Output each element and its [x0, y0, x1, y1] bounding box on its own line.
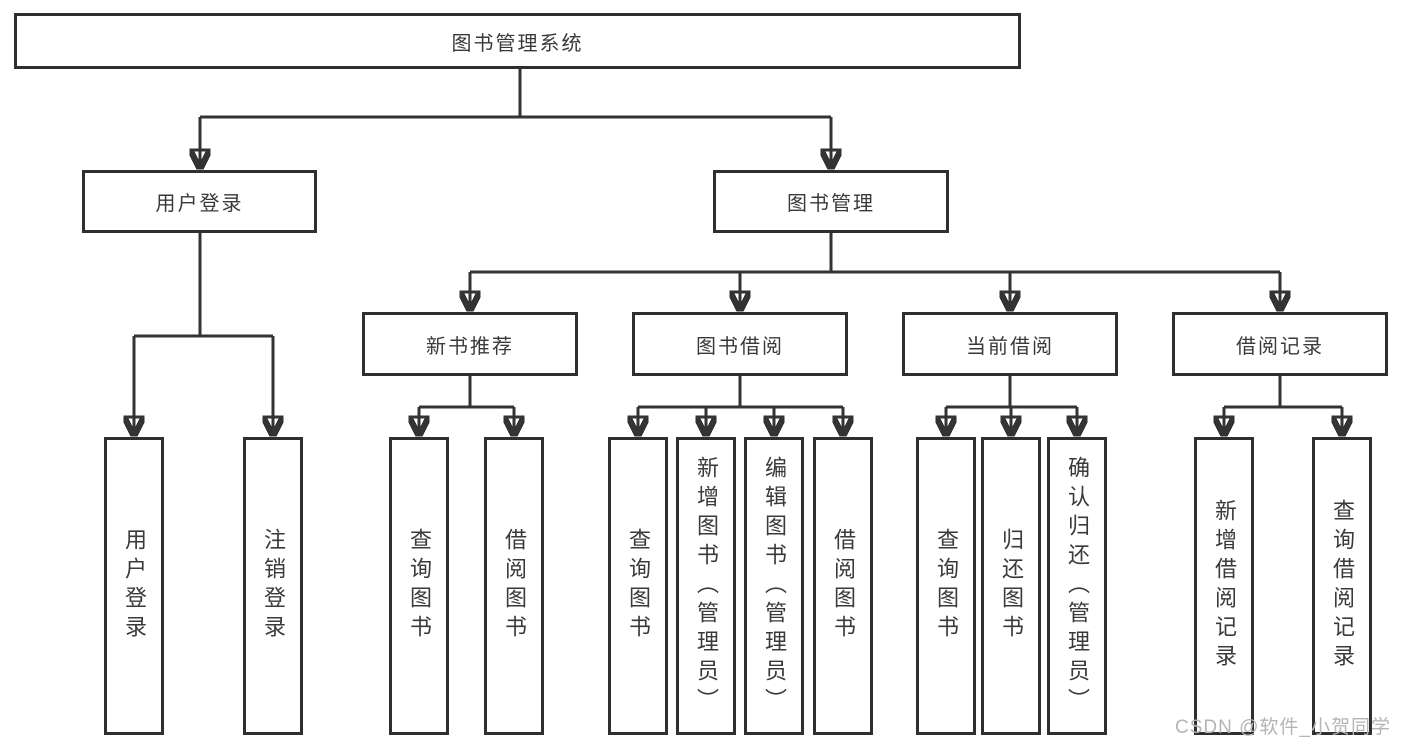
leaf-confirm-return-admin: 确认归还（管理员） [1047, 437, 1107, 735]
leaf-borrow-books-recommend: 借阅图书 [484, 437, 544, 735]
leaf-add-borrow-record: 新增借阅记录 [1194, 437, 1254, 735]
node-current-borrowing: 当前借阅 [902, 312, 1118, 376]
leaf-query-books-borrowing: 查询图书 [608, 437, 668, 735]
csdn-watermark: CSDN @软件_小贺同学 [1175, 717, 1391, 738]
leaf-logout: 注销登录 [243, 437, 303, 735]
leaf-query-borrow-record: 查询借阅记录 [1312, 437, 1372, 735]
node-user-login-branch: 用户登录 [82, 170, 317, 233]
leaf-query-books-current: 查询图书 [916, 437, 976, 735]
leaf-user-login: 用户登录 [104, 437, 164, 735]
leaf-add-books-admin: 新增图书（管理员） [676, 437, 736, 735]
leaf-borrow-books: 借阅图书 [813, 437, 873, 735]
node-book-management-branch: 图书管理 [713, 170, 949, 233]
node-new-book-recommend: 新书推荐 [362, 312, 578, 376]
node-root-system: 图书管理系统 [14, 13, 1021, 69]
leaf-return-books: 归还图书 [981, 437, 1041, 735]
node-borrowing-records: 借阅记录 [1172, 312, 1388, 376]
leaf-edit-books-admin: 编辑图书（管理员） [744, 437, 804, 735]
leaf-query-books-recommend: 查询图书 [389, 437, 449, 735]
node-book-borrowing: 图书借阅 [632, 312, 848, 376]
